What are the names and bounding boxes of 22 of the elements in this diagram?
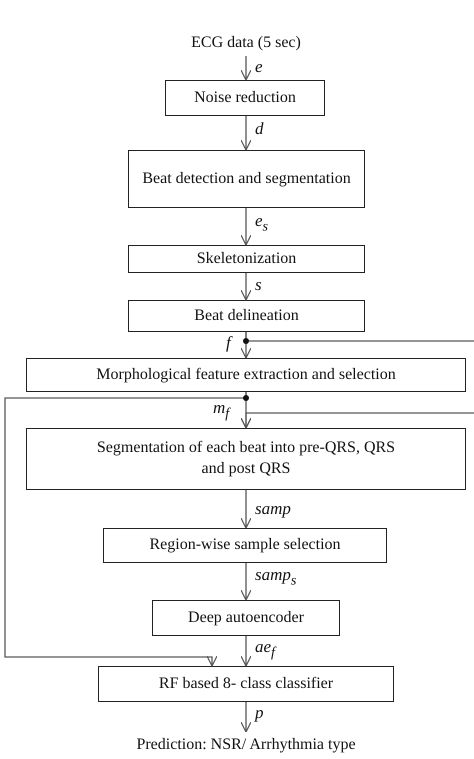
arrow: [240, 563, 252, 601]
process-box: Beat detection and segmentation: [128, 150, 365, 208]
arrow: [240, 273, 252, 301]
process-box: Skeletonization: [128, 245, 365, 273]
process-box: Segmentation of each beat into pre-QRS, QRS and post QRS: [26, 428, 466, 490]
process-box: Region-wise sample selection: [103, 528, 387, 563]
process-box: Noise reduction: [165, 80, 325, 116]
terminal-text: ECG data (5 sec): [165, 30, 327, 56]
process-box: Morphological feature extraction and selection: [26, 358, 466, 392]
arrow: [240, 208, 252, 246]
process-box: Deep autoencoder: [152, 600, 340, 636]
arrow: [4, 392, 247, 667]
arrow: [240, 116, 252, 151]
terminal-text: Prediction: NSR/ Arrhythmia type: [90, 732, 402, 758]
process-box: Beat delineation: [128, 300, 365, 332]
edge-label: f: [225, 334, 232, 353]
arrow: [240, 636, 252, 667]
arrow: [240, 490, 252, 529]
arrow: [240, 702, 252, 733]
arrow: [240, 56, 252, 81]
arrow: [240, 412, 474, 429]
process-box: RF based 8- class classifier: [98, 666, 394, 702]
